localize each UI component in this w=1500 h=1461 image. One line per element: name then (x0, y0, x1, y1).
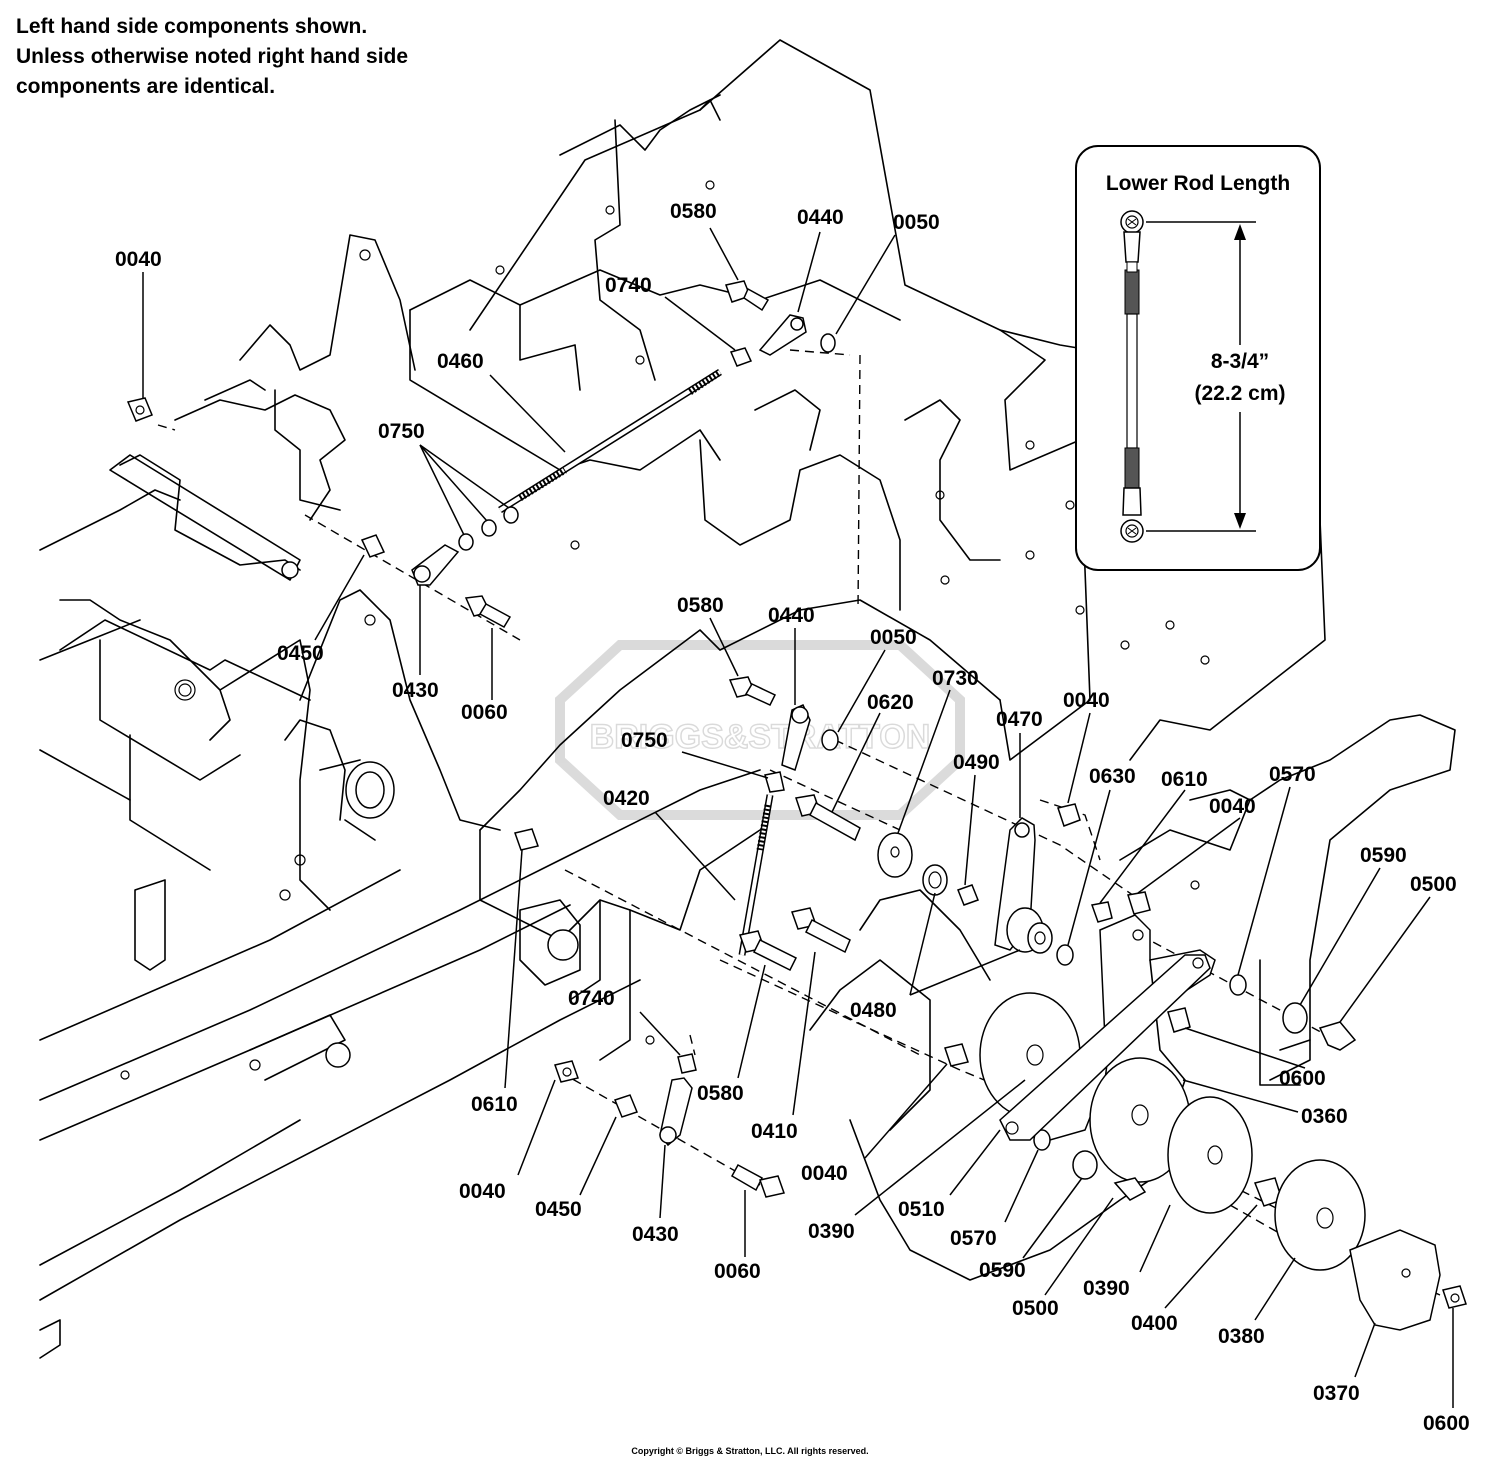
callout-label: 0410 (751, 1120, 798, 1143)
mower-frame (39, 39, 1456, 1359)
callout-label: 0390 (1083, 1277, 1130, 1300)
copyright-notice: Copyright © Briggs & Stratton, LLC. All … (631, 1446, 869, 1456)
lower-rod-illustration (1120, 210, 1144, 543)
callout-label: 0740 (605, 274, 652, 297)
note-line: components are identical. (16, 75, 276, 98)
callout-label: 0610 (1161, 768, 1208, 791)
callout-label: 0370 (1313, 1382, 1360, 1405)
callout-label: 0400 (1131, 1312, 1178, 1335)
callout-label: 0580 (697, 1082, 744, 1105)
callout-label: 0580 (670, 200, 717, 223)
callout-label: 0040 (801, 1162, 848, 1185)
brand-watermark: BRIGGS&STRATTON (555, 640, 965, 820)
callout-label: 0060 (461, 701, 508, 724)
callout-label: 0580 (677, 594, 724, 617)
callout-label: 0430 (632, 1223, 679, 1246)
diagram-note: Left hand side components shown. Unless … (16, 12, 408, 102)
callout-label: 0750 (621, 729, 668, 752)
callout-label: 0480 (850, 999, 897, 1022)
callout-label: 0040 (459, 1180, 506, 1203)
callout-label: 0470 (996, 708, 1043, 731)
callout-label: 0730 (932, 667, 979, 690)
parts (126, 280, 1467, 1331)
callout-label: 0590 (1360, 844, 1407, 867)
callout-label: 0430 (392, 679, 439, 702)
callout-label: 0390 (808, 1220, 855, 1243)
callout-label: 0440 (768, 604, 815, 627)
callout-label: 0360 (1301, 1105, 1348, 1128)
lower-rod-length-inset: Lower Rod Length (1075, 145, 1321, 571)
callout-label: 0610 (471, 1093, 518, 1116)
callout-label: 0040 (1209, 795, 1256, 818)
callout-labels: 0040 0580 0440 0050 0740 0460 0750 0450 … (115, 200, 1470, 1435)
callout-label: 0510 (898, 1198, 945, 1221)
callout-label: 0740 (568, 987, 615, 1010)
callout-label: 0750 (378, 420, 425, 443)
inset-dimension-metric: (22.2 cm) (1194, 382, 1285, 405)
callout-label: 0050 (893, 211, 940, 234)
callout-label: 0490 (953, 751, 1000, 774)
callout-label: 0050 (870, 626, 917, 649)
callout-label: 0500 (1012, 1297, 1059, 1320)
callout-label: 0450 (277, 642, 324, 665)
callout-label: 0460 (437, 350, 484, 373)
note-line: Left hand side components shown. (16, 15, 368, 38)
leader-lines (142, 227, 1454, 1408)
callout-label: 0500 (1410, 873, 1457, 896)
callout-label: 0600 (1423, 1412, 1470, 1435)
callout-label: 0570 (1269, 763, 1316, 786)
callout-label: 0600 (1279, 1067, 1326, 1090)
callout-label: 0630 (1089, 765, 1136, 788)
callout-label: 0060 (714, 1260, 761, 1283)
callout-label: 0440 (797, 206, 844, 229)
callout-label: 0590 (979, 1259, 1026, 1282)
inset-title: Lower Rod Length (1106, 172, 1290, 195)
inset-dimension: 8-3/4” (1211, 350, 1269, 373)
callout-label: 0620 (867, 691, 914, 714)
callout-label: 0420 (603, 787, 650, 810)
callout-label: 0040 (1063, 689, 1110, 712)
callout-label: 0380 (1218, 1325, 1265, 1348)
callout-label: 0570 (950, 1227, 997, 1250)
callout-label: 0040 (115, 248, 162, 271)
note-line: Unless otherwise noted right hand side (16, 45, 409, 68)
callout-label: 0450 (535, 1198, 582, 1221)
